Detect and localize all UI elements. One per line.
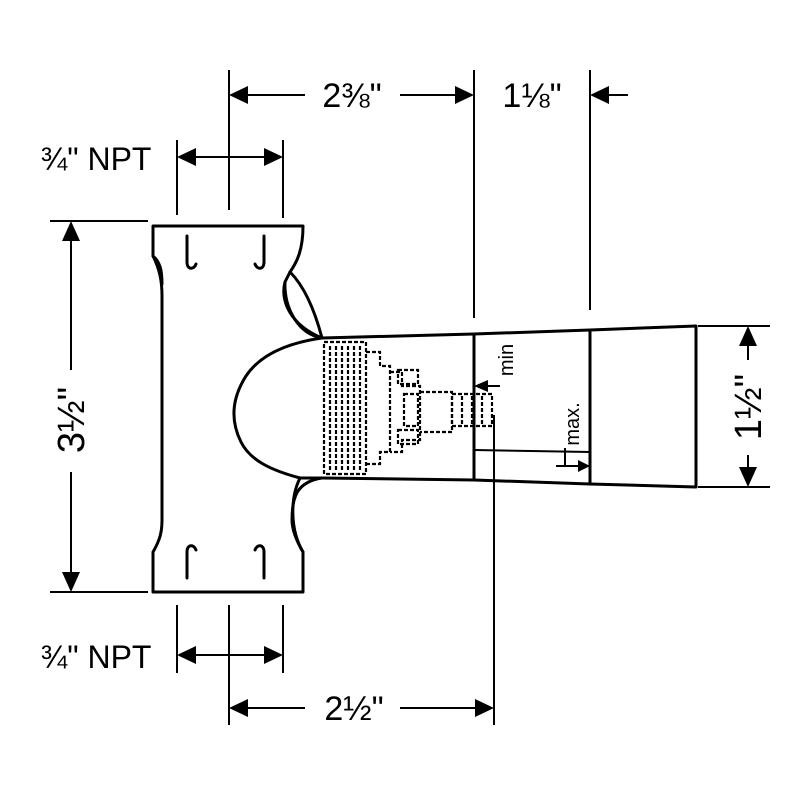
outlet-height-label: 1½" [728,374,770,440]
top-port-label: ¾" NPT [41,141,152,177]
min-annotation: min [474,344,518,392]
top-width-label: 2⅜" [322,77,381,115]
dimension-bottom-port: ¾" NPT [41,639,283,675]
extension-lines [50,70,770,725]
valve-body [151,224,324,594]
max-annotation: max. [556,402,590,472]
max-label: max. [562,402,584,445]
dimension-top-width: 2⅜" [229,77,474,115]
dimension-body-height: 3½" [51,221,93,592]
bottom-width-label: 2½" [324,690,383,728]
outlet-sleeve [320,324,698,489]
body-height-label: 3½" [51,387,93,453]
dimension-bottom-width: 2½" [229,690,494,728]
dimension-top-offset: 1⅛" [502,77,628,115]
dimension-outlet-height: 1½" [728,326,770,487]
dimension-top-port: ¾" NPT [41,141,283,177]
top-offset-label: 1⅛" [502,77,561,115]
cartridge-hidden-lines [322,340,494,476]
bottom-port-label: ¾" NPT [41,639,152,675]
min-label: min [496,344,518,376]
